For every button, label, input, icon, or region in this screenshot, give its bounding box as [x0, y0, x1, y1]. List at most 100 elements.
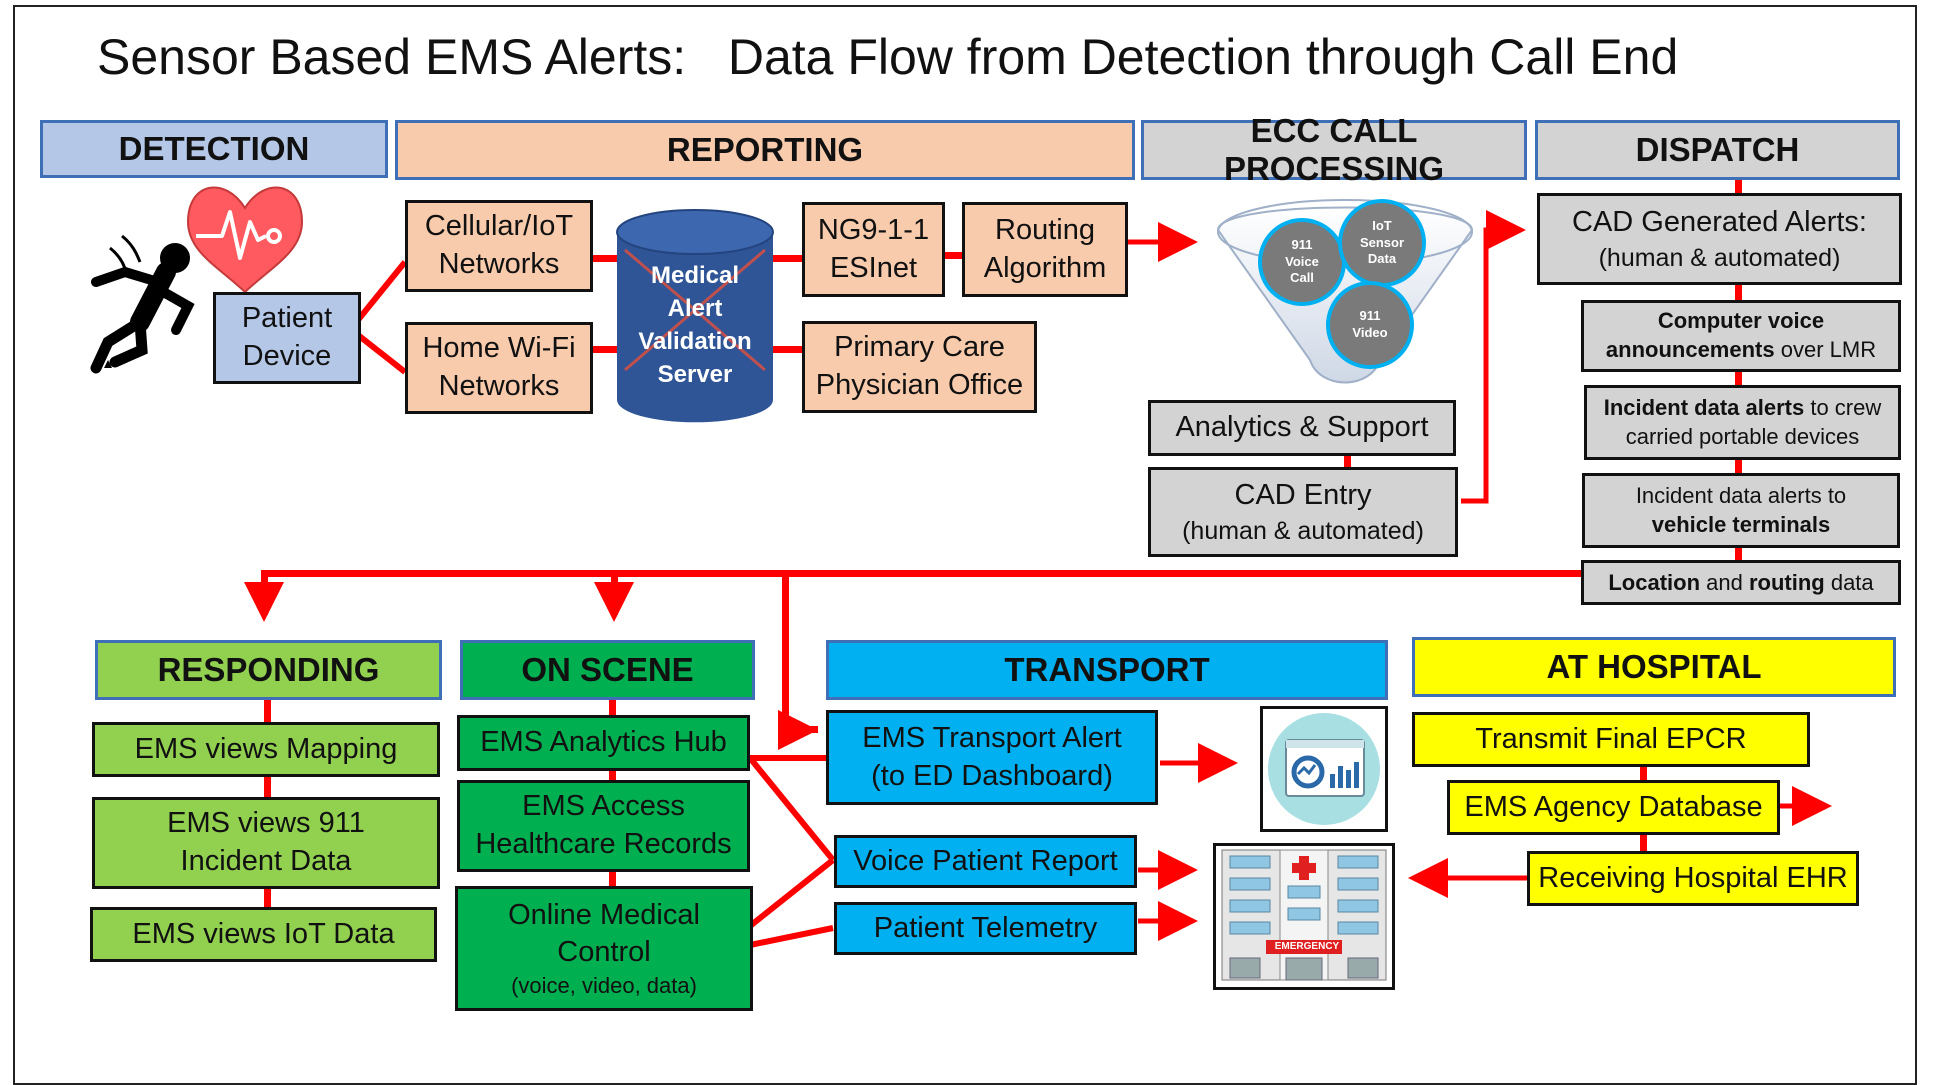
connector-ecc — [1344, 450, 1351, 470]
header-on-scene: ON SCENE — [460, 640, 755, 700]
cad-alerts-line2: (human & automated) — [1598, 243, 1841, 272]
ehr-label: Receiving Hospital EHR — [1538, 861, 1848, 894]
header-dispatch: DISPATCH — [1535, 120, 1900, 180]
transport-alert-line2: (to ED Dashboard) — [871, 759, 1113, 792]
patient-device-line2: Device — [242, 340, 332, 372]
cellular-line2: Networks — [438, 248, 560, 280]
ems-views-incident-box: EMS views 911 Incident Data — [92, 797, 440, 889]
header-at-hospital: AT HOSPITAL — [1412, 637, 1896, 697]
patient-device-box: Patient Device — [213, 292, 361, 384]
routing-line2: Algorithm — [983, 251, 1107, 284]
header-responding: RESPONDING — [95, 640, 442, 700]
connector-omc-telemetry — [749, 925, 834, 948]
bubble-voice-label: 911 Voice Call — [1265, 234, 1339, 290]
vehicle-bold: vehicle terminals — [1651, 511, 1831, 537]
bubble-video-line1: 911 — [1359, 308, 1381, 324]
omc-line1: Online Medical — [508, 898, 700, 931]
validation-server-label: Medical Alert Validation Server — [617, 255, 773, 395]
server-line4: Server — [657, 361, 733, 389]
analytics-label: Analytics & Support — [1175, 411, 1429, 444]
hub-label: EMS Analytics Hub — [480, 726, 727, 759]
ed-dashboard-frame — [1260, 706, 1388, 832]
ems-analytics-hub-box: EMS Analytics Hub — [457, 715, 750, 771]
hospital-building-frame: EMERGENCY — [1213, 843, 1395, 990]
ng911-line1: NG9-1-1 — [817, 213, 930, 246]
cellular-iot-box: Cellular/IoT Networks — [405, 200, 593, 292]
location-bold1: Location — [1608, 570, 1701, 595]
vehicle-line1: Incident data alerts to — [1635, 482, 1847, 508]
ems-transport-alert-box: EMS Transport Alert (to ED Dashboard) — [826, 710, 1158, 805]
location-mid: and — [1700, 570, 1749, 595]
connector-server-pcp — [772, 346, 802, 353]
routing-line1: Routing — [995, 213, 1095, 246]
routing-algorithm-box: Routing Algorithm — [962, 202, 1128, 297]
voice-report-label: Voice Patient Report — [853, 844, 1118, 877]
bubble-voice-line1: 911 — [1291, 236, 1313, 252]
connector-server-ng911 — [772, 255, 802, 262]
location-rest: data — [1824, 570, 1874, 595]
bubble-iot-line2: Sensor — [1359, 234, 1405, 250]
access-line1: EMS Access — [522, 790, 685, 823]
home-wifi-box: Home Wi-Fi Networks — [405, 322, 593, 414]
incident-data-line1: EMS views 911 — [167, 807, 365, 840]
falling-person-icon — [90, 234, 195, 374]
access-line2: Healthcare Records — [475, 828, 732, 860]
voice-patient-report-box: Voice Patient Report — [834, 835, 1137, 888]
bubble-voice-line3: Call — [1290, 270, 1314, 286]
dashboard-icon — [1268, 713, 1380, 825]
connector-drop-transport — [782, 570, 789, 730]
ems-agency-database-box: EMS Agency Database — [1447, 780, 1780, 835]
header-reporting: REPORTING — [395, 120, 1135, 180]
cellular-line1: Cellular/IoT — [424, 210, 574, 243]
cad-generated-alerts-box: CAD Generated Alerts: (human & automated… — [1537, 193, 1902, 285]
ems-views-mapping-box: EMS views Mapping — [92, 722, 440, 777]
analytics-support-box: Analytics & Support — [1148, 400, 1456, 456]
voice-rest: over LMR — [1774, 337, 1877, 362]
header-transport: TRANSPORT — [826, 640, 1388, 700]
arrow-cadentry-dispatch — [1461, 210, 1526, 504]
arrow-device-cellular — [355, 260, 408, 322]
epcr-label: Transmit Final EPCR — [1475, 722, 1747, 755]
voice-bold2: announcements — [1605, 337, 1775, 362]
bubble-video-label: 911 Video — [1333, 305, 1407, 345]
cad-alerts-line1: CAD Generated Alerts: — [1572, 205, 1867, 238]
bubble-iot-label: IoT Sensor Data — [1345, 215, 1419, 271]
connector-omc-voice — [748, 857, 835, 929]
arrow-device-wifi — [356, 332, 407, 375]
vehicle-terminals-box: Incident data alerts to vehicle terminal… — [1582, 473, 1900, 548]
emergency-sign: EMERGENCY — [1274, 941, 1340, 952]
wifi-line1: Home Wi-Fi — [422, 332, 576, 365]
server-line1: Medical — [650, 261, 740, 289]
incident-data-line2: Incident Data — [180, 845, 352, 877]
pcp-line2: Physician Office — [815, 369, 1024, 401]
header-detection: DETECTION — [40, 120, 388, 178]
connector-hub-voice — [747, 756, 836, 862]
computer-voice-box: Computer voice announcements over LMR — [1581, 300, 1901, 372]
voice-bold: Computer voice — [1657, 308, 1825, 334]
incident-line2: carried portable devices — [1625, 423, 1860, 449]
ems-views-iot-box: EMS views IoT Data — [90, 907, 437, 962]
omc-line3: (voice, video, data) — [511, 972, 697, 998]
connector-dispatch-spine — [1735, 178, 1742, 578]
pcp-line1: Primary Care — [834, 331, 1005, 364]
connector-wifi-server — [592, 346, 618, 353]
incident-bold: Incident data alerts — [1603, 394, 1805, 420]
incident-rest: to crew — [1804, 394, 1882, 420]
ng911-line2: ESInet — [829, 251, 918, 284]
bubble-iot-line3: Data — [1367, 251, 1397, 267]
incident-alerts-crew-box: Incident data alerts to crew carried por… — [1584, 385, 1901, 460]
receiving-hospital-ehr-box: Receiving Hospital EHR — [1527, 851, 1859, 906]
omc-line2: Control — [557, 936, 651, 969]
cad-entry-box: CAD Entry (human & automated) — [1148, 467, 1458, 557]
connector-distribution — [261, 570, 1584, 577]
iot-label: EMS views IoT Data — [132, 917, 395, 950]
server-line2: Alert — [667, 294, 723, 322]
bubble-video — [1326, 281, 1414, 369]
mapping-label: EMS views Mapping — [134, 732, 398, 765]
patient-telemetry-box: Patient Telemetry — [834, 902, 1137, 955]
location-bold2: routing — [1748, 570, 1825, 595]
telemetry-label: Patient Telemetry — [873, 911, 1098, 944]
online-medical-control-box: Online Medical Control (voice, video, da… — [455, 886, 753, 1011]
